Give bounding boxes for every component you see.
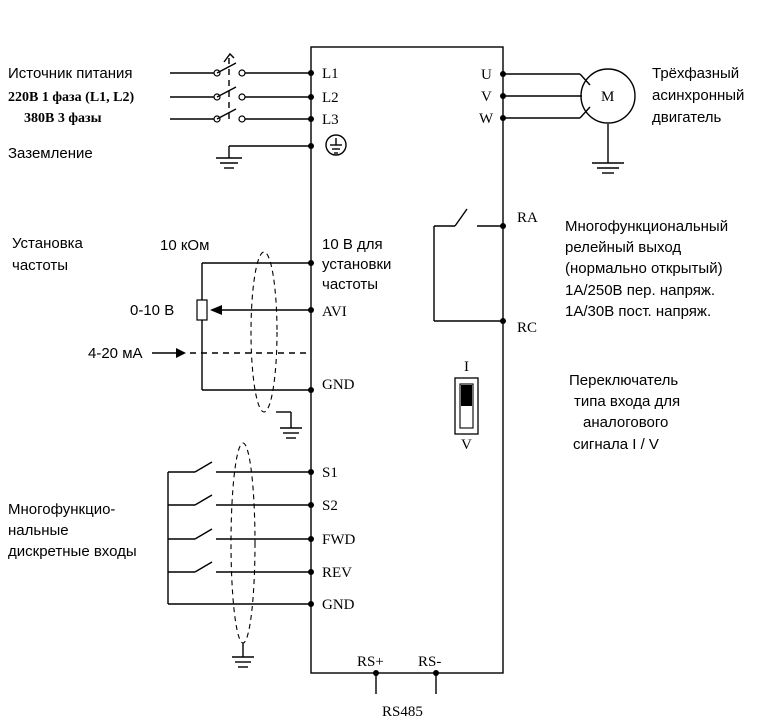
- terminal-fwd: FWD: [322, 532, 356, 548]
- terminal-rs-plus: RS+: [357, 654, 384, 670]
- terminal-rc: RC: [517, 320, 537, 336]
- terminal-s2: S2: [322, 498, 338, 514]
- terminal-ref-line2: установки: [322, 256, 391, 273]
- terminal-ref-line1: 10 В для: [322, 236, 383, 253]
- switch-label-v: V: [461, 437, 472, 453]
- inverter-body: [310, 46, 504, 674]
- digital-inputs-label-line3: дискретные входы: [8, 543, 137, 560]
- terminal-l3: L3: [322, 112, 339, 128]
- digital-input-wiring: [167, 461, 314, 668]
- terminal-v: V: [481, 89, 492, 105]
- current-range-label: 4-20 мА: [88, 345, 143, 362]
- ground-connection: [216, 143, 314, 169]
- potentiometer: [196, 299, 208, 321]
- relay-label-line4: 1А/250В пер. напряж.: [565, 282, 715, 299]
- terminal-l2: L2: [322, 90, 339, 106]
- ground-label: Заземление: [8, 145, 93, 162]
- terminal-s1: S1: [322, 465, 338, 481]
- relay-label-line3: (нормально открытый): [565, 260, 723, 277]
- terminal-gnd-analog: GND: [322, 377, 355, 393]
- motor-label-line2: асинхронный: [652, 87, 744, 104]
- relay-label-line1: Многофункциональный: [565, 218, 728, 235]
- terminal-w: W: [479, 111, 494, 127]
- ground-terminal-icon: [325, 134, 347, 156]
- motor-label-line1: Трёхфазный: [652, 65, 739, 82]
- rs485-wiring: [373, 670, 439, 694]
- digital-inputs-label-line2: нальные: [8, 522, 69, 539]
- motor-symbol-label: M: [601, 89, 614, 105]
- analog-cable-shield: [250, 251, 278, 413]
- digital-inputs-label-line1: Многофункцио-: [8, 501, 115, 518]
- terminal-avi: AVI: [322, 304, 347, 320]
- switch-label-line2: типа входа для: [574, 393, 680, 410]
- switch-label-line4: сигнала I / V: [573, 436, 659, 453]
- power-source-label: Источник питания: [8, 65, 133, 82]
- motor-symbol: [580, 68, 636, 124]
- relay-contact: [433, 208, 506, 324]
- terminal-ra: RA: [517, 210, 538, 226]
- digital-cable-shield: [230, 442, 256, 644]
- rs485-label: RS485: [382, 704, 423, 720]
- motor-wiring: [500, 71, 624, 174]
- voltage-range-label: 0-10 В: [130, 302, 174, 319]
- potentiometer-value-label: 10 кОм: [160, 237, 209, 254]
- relay-label-line2: релейный выход: [565, 239, 681, 256]
- power-single-phase-label: 220В 1 фаза (L1, L2): [8, 90, 134, 105]
- switch-label-line1: Переключатель: [569, 372, 678, 389]
- freq-setting-label-line1: Установка: [12, 235, 84, 252]
- terminal-u: U: [481, 67, 492, 83]
- power-lines: [170, 52, 314, 123]
- terminal-rev: REV: [322, 565, 352, 581]
- switch-label-i: I: [464, 359, 469, 375]
- iv-switch-icon: [454, 377, 479, 435]
- motor-label-line3: двигатель: [652, 109, 722, 126]
- terminal-gnd-digital: GND: [322, 597, 355, 613]
- terminal-l1: L1: [322, 66, 339, 82]
- terminal-ref-line3: частоты: [322, 276, 378, 293]
- freq-setting-label-line2: частоты: [12, 257, 68, 274]
- power-three-phase-label: 380В 3 фазы: [24, 111, 102, 126]
- relay-label-line5: 1А/30В пост. напряж.: [565, 303, 711, 320]
- analog-input-wiring: [152, 260, 314, 439]
- switch-label-line3: аналогового: [583, 414, 668, 431]
- terminal-rs-minus: RS-: [418, 654, 441, 670]
